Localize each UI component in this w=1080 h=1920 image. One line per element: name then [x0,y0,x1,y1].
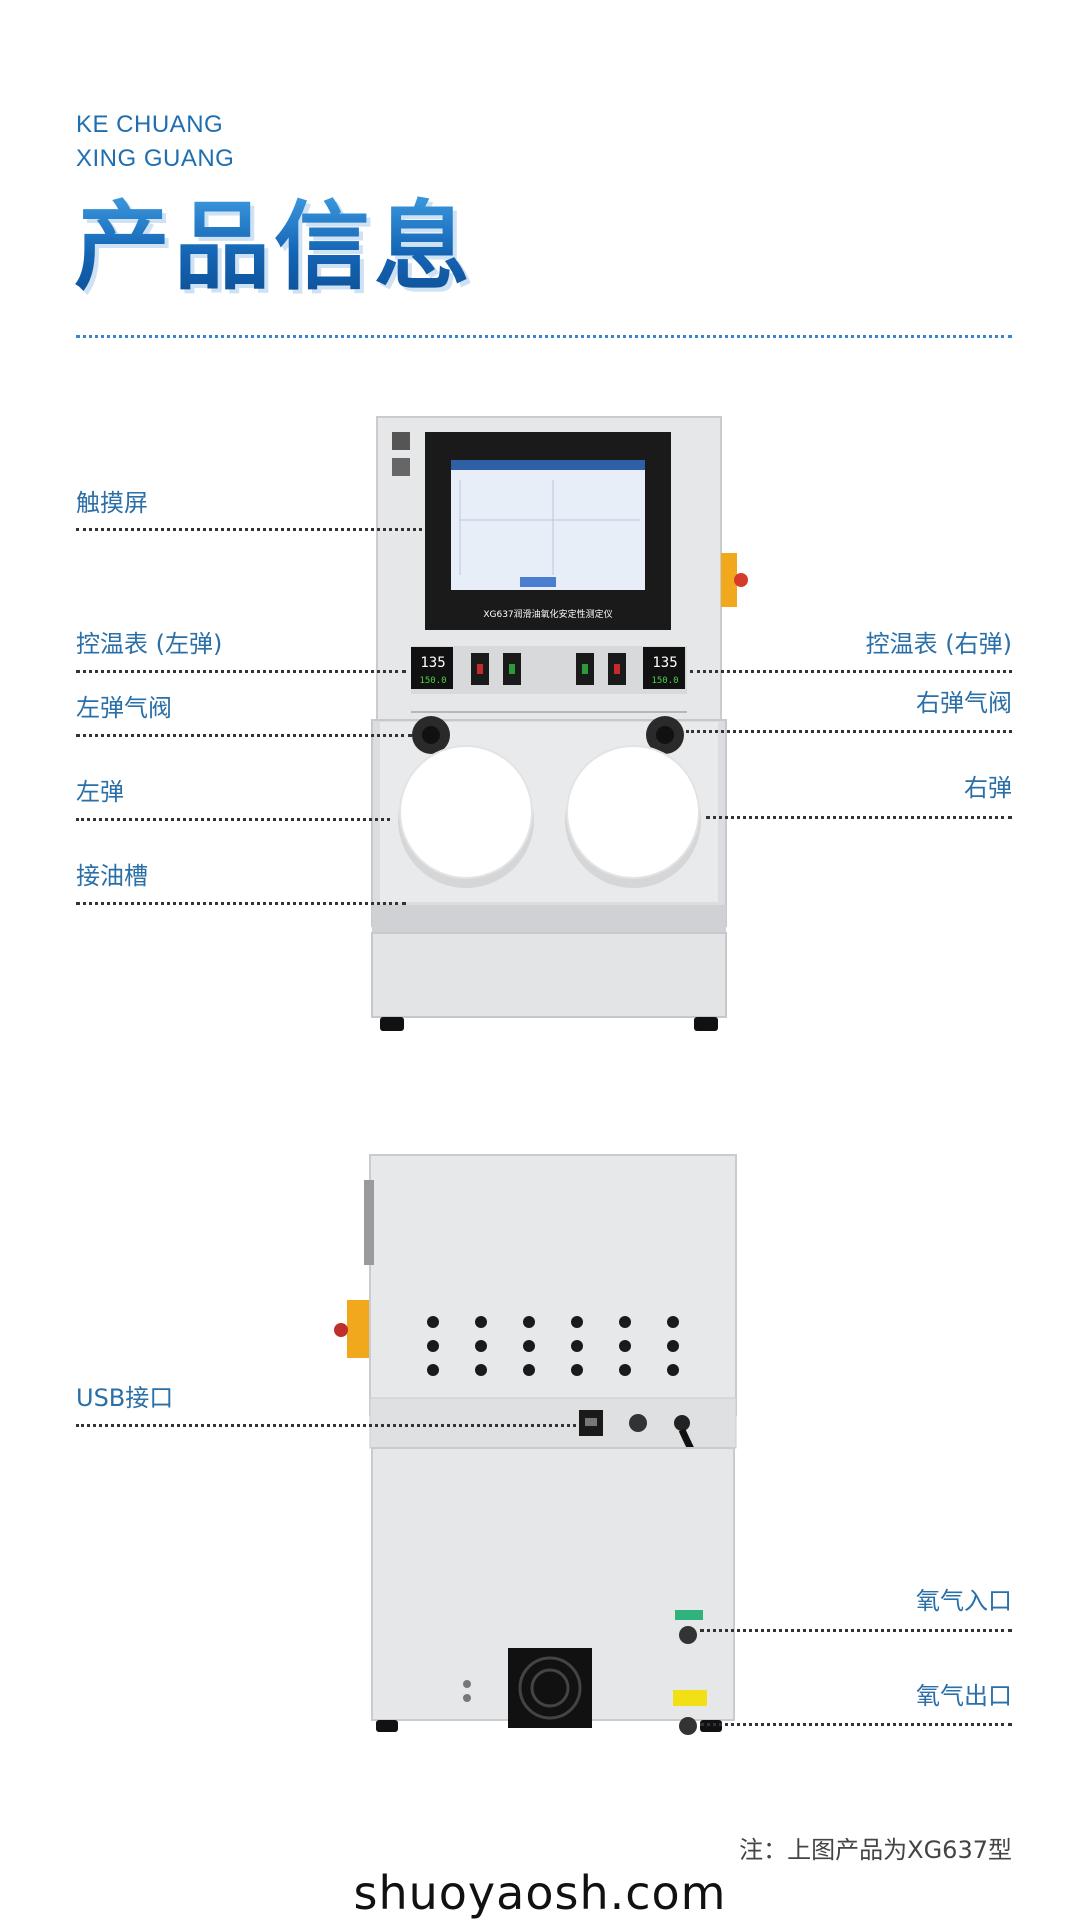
leader-right-bomb [706,816,1012,819]
leader-oxygen-inlet [700,1629,1012,1632]
label-left-bomb: 左弹 [76,778,124,806]
label-oxygen-inlet: 氧气入口 [916,1587,1012,1615]
product-note: 注：上图产品为XG637型 [739,1836,1012,1864]
header-divider [76,335,1012,338]
leader-left-temp-controller [76,670,406,673]
page-title-shadow: 产品信息 [78,196,478,306]
leader-left-valve [76,734,412,737]
leader-usb-port [76,1424,576,1427]
label-left-temp-controller: 控温表 (左弹) [76,630,223,658]
back-view-instrument [334,1154,737,1735]
label-right-valve: 右弹气阀 [916,689,1012,717]
label-oxygen-outlet: 氧气出口 [916,1682,1012,1710]
label-touchscreen: 触摸屏 [76,489,148,517]
leader-touchscreen [76,528,422,531]
leader-oxygen-outlet [700,1723,1012,1726]
page-title: 产品信息 [74,190,474,303]
brand-line-1: KE CHUANG [76,111,224,138]
front-view-instrument: XG637润滑油氧化安定性测定仪 135 150.0 135 150.0 [371,416,748,1031]
screen-caption: XG637润滑油氧化安定性测定仪 [483,608,612,620]
left-controller-sv: 150.0 [419,676,446,686]
label-oil-tray: 接油槽 [76,862,148,890]
label-right-temp-controller: 控温表 (右弹) [865,630,1012,658]
left-controller-pv: 135 [420,655,445,671]
label-left-valve: 左弹气阀 [76,694,172,722]
leader-left-bomb [76,818,390,821]
right-controller-pv: 135 [652,655,677,671]
brand-line-2: XING GUANG [76,145,235,172]
leader-oil-tray [76,902,406,905]
leader-right-valve [686,730,1012,733]
leader-right-temp-controller [690,670,1012,673]
label-usb-port: USB接口 [76,1384,174,1412]
label-right-bomb: 右弹 [964,774,1012,802]
right-controller-sv: 150.0 [651,676,678,686]
site-watermark: shuoyaosh.com [353,1866,727,1920]
brand-block: KE CHUANG XING GUANG [76,108,234,176]
